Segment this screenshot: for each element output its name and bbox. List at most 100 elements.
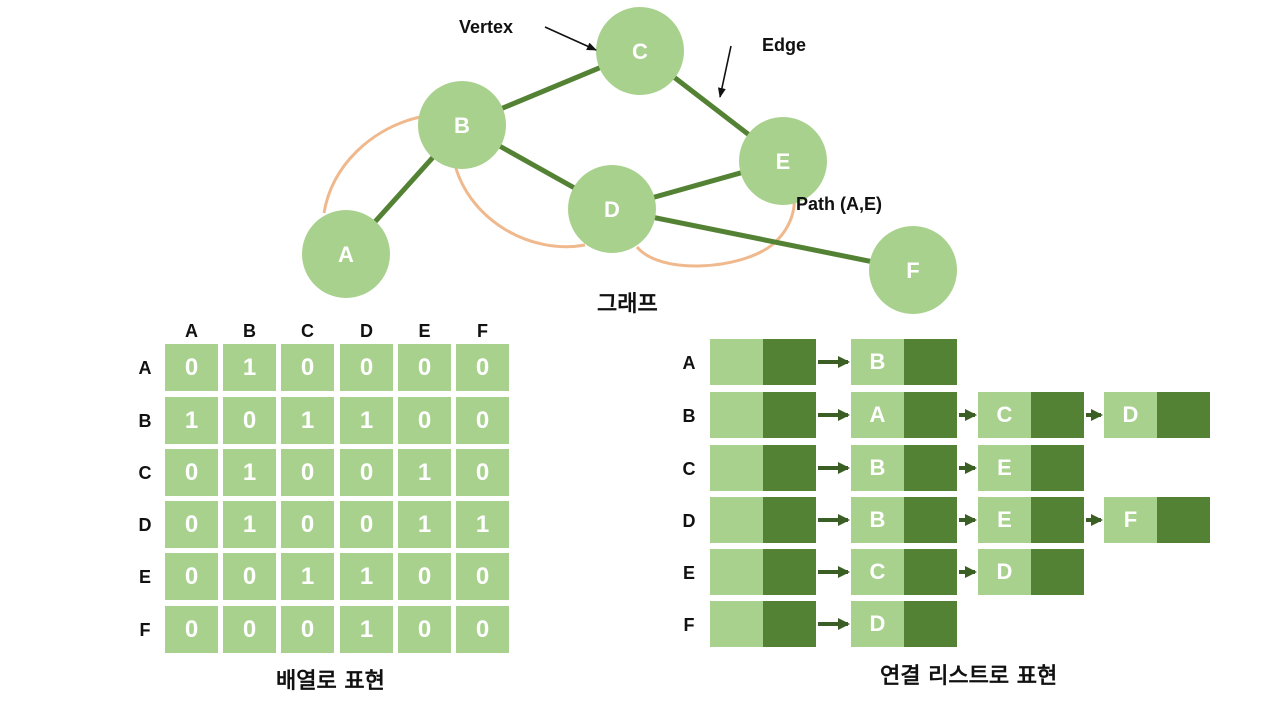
list-node-pointer (763, 339, 816, 385)
matrix-cell: 0 (281, 344, 334, 391)
matrix-cell: 1 (165, 397, 218, 444)
list-node-value (710, 392, 763, 438)
vertex-f: F (869, 226, 957, 314)
list-node-pointer (1031, 392, 1084, 438)
list-head-node (710, 497, 816, 543)
list-node-pointer (763, 445, 816, 491)
list-node-pointer (763, 601, 816, 647)
matrix-row-header: F (139, 620, 151, 640)
matrix-cell: 0 (398, 553, 451, 600)
vertex-circle (739, 117, 827, 205)
list-node-pointer (904, 549, 957, 595)
matrix-cell: 0 (398, 344, 451, 391)
list-row-header: D (682, 511, 696, 531)
vertex-b: B (418, 81, 506, 169)
path-annotation: Path (A,E) (796, 194, 882, 214)
matrix-col-header: C (301, 321, 314, 341)
list-row-header: B (682, 406, 696, 426)
matrix-cell: 0 (165, 606, 218, 653)
list-node-b: B (851, 497, 957, 543)
list-node-value (710, 549, 763, 595)
list-node-pointer (904, 392, 957, 438)
vertex-circle (596, 7, 684, 95)
list-node-value (710, 339, 763, 385)
matrix-cell: 1 (398, 501, 451, 548)
list-node-pointer (904, 497, 957, 543)
vertex-pointer-arrow (544, 26, 597, 51)
matrix-cell: 0 (223, 606, 276, 653)
vertex-d: D (568, 165, 656, 253)
vertex-annotation: Vertex (459, 17, 513, 37)
matrix-cell: 0 (456, 606, 509, 653)
matrix-cell: 0 (398, 397, 451, 444)
list-node-e: E (978, 497, 1084, 543)
matrix-cell: 0 (456, 553, 509, 600)
list-node-value: C (851, 549, 904, 595)
matrix-cell: 0 (223, 397, 276, 444)
matrix-cell: 0 (456, 344, 509, 391)
matrix-cell: 0 (223, 553, 276, 600)
matrix-row-header: E (138, 567, 151, 587)
edge-annotation: Edge (762, 35, 806, 55)
list-node-pointer (904, 339, 957, 385)
list-node-e: E (978, 445, 1084, 491)
matrix-cell: 1 (281, 553, 334, 600)
list-node-value: F (1104, 497, 1157, 543)
matrix-col-header: B (243, 321, 256, 341)
matrix-cell: 0 (456, 397, 509, 444)
list-row-header: A (682, 353, 696, 373)
path-highlight (322, 115, 796, 268)
matrix-cell: 1 (398, 449, 451, 496)
list-node-value: D (978, 549, 1031, 595)
list-node-value (710, 497, 763, 543)
list-node-d: D (1104, 392, 1210, 438)
list-node-value: E (978, 445, 1031, 491)
list-node-pointer (904, 601, 957, 647)
list-node-value: C (978, 392, 1031, 438)
matrix-cell: 0 (281, 606, 334, 653)
matrix-cell: 0 (165, 501, 218, 548)
list-node-d: D (978, 549, 1084, 595)
vertex-circle (418, 81, 506, 169)
list-node-pointer (763, 549, 816, 595)
list-node-value: B (851, 445, 904, 491)
vertex-a: A (302, 210, 390, 298)
matrix-cell: 1 (340, 606, 393, 653)
vertex-label: C (632, 39, 648, 64)
matrix-cell: 0 (165, 344, 218, 391)
matrix-cell: 0 (340, 501, 393, 548)
matrix-cell: 0 (165, 449, 218, 496)
list-node-value (710, 601, 763, 647)
matrix-cell: 1 (223, 449, 276, 496)
matrix-row-header: C (138, 463, 152, 483)
list-node-b: B (851, 339, 957, 385)
list-head-node (710, 601, 816, 647)
matrix-cell: 1 (456, 501, 509, 548)
list-node-f: F (1104, 497, 1210, 543)
list-node-value: E (978, 497, 1031, 543)
matrix-col-header: D (360, 321, 373, 341)
matrix-row-header: A (138, 358, 152, 378)
matrix-cell: 1 (340, 397, 393, 444)
list-head-node (710, 445, 816, 491)
vertex-label: D (604, 197, 620, 222)
matrix-cell: 0 (281, 501, 334, 548)
list-node-pointer (763, 392, 816, 438)
matrix-cell: 0 (398, 606, 451, 653)
list-node-pointer (1031, 445, 1084, 491)
list-node-value: B (851, 497, 904, 543)
list-node-value (710, 445, 763, 491)
list-row-header: E (682, 563, 695, 583)
list-row-header: C (682, 459, 696, 479)
list-node-value: D (851, 601, 904, 647)
list-node-a: A (851, 392, 957, 438)
matrix-cell: 0 (281, 449, 334, 496)
matrix-col-header: F (477, 321, 488, 341)
list-node-b: B (851, 445, 957, 491)
vertex-circle (302, 210, 390, 298)
vertex-e: E (739, 117, 827, 205)
matrix-cell: 0 (340, 344, 393, 391)
matrix-cell: 1 (340, 553, 393, 600)
list-node-pointer (1031, 497, 1084, 543)
